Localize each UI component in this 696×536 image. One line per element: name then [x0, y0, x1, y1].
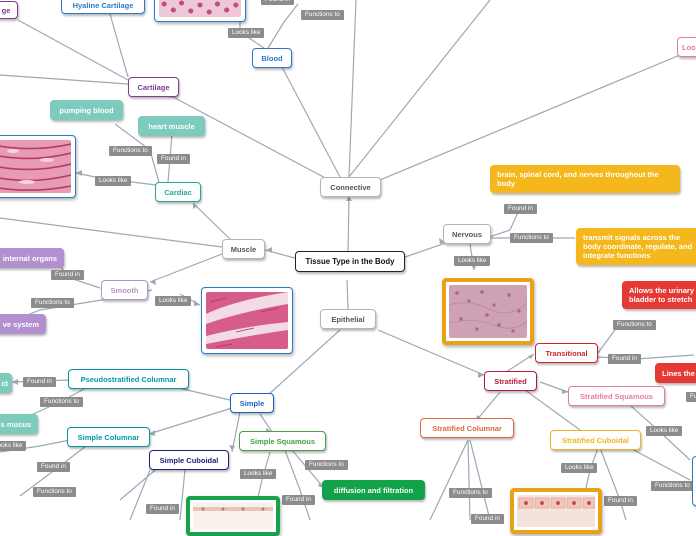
- stratified-cuboidal-micrograph-icon: [517, 495, 596, 527]
- edge-label: Functions to: [33, 487, 76, 497]
- edge-label: Found in: [146, 504, 179, 514]
- connective-node[interactable]: Connective: [320, 177, 381, 197]
- lines-the-partial-node[interactable]: Lines the: [655, 363, 696, 383]
- edge-label: Found in: [157, 154, 190, 164]
- cardiac-muscle-micrograph-icon: [0, 140, 72, 193]
- muscle-node[interactable]: Muscle: [222, 239, 265, 259]
- simple-squamous-node[interactable]: Simple Squamous: [239, 431, 326, 451]
- mucus-partial-node[interactable]: s mucus: [0, 414, 38, 434]
- heart-muscle-node[interactable]: heart muscle: [138, 116, 205, 136]
- edge-label: Functions to: [40, 397, 83, 407]
- nervous-image: [442, 278, 534, 345]
- stratified-cuboidal-node[interactable]: Stratified Cuboidal: [550, 430, 641, 450]
- edge-label: Found in: [608, 354, 641, 364]
- edge-label: Found in: [51, 270, 84, 280]
- cardiac-image: [0, 135, 76, 198]
- blood-smear-micrograph-icon: [159, 0, 241, 17]
- edge-label: Found in: [471, 514, 504, 524]
- stratified-cuboidal-image: [510, 488, 602, 534]
- edge-label: Found in: [604, 496, 637, 506]
- edge-label: Found in: [23, 377, 56, 387]
- edge-label: Functions to: [449, 488, 492, 498]
- digestive-system-partial-node[interactable]: ve system: [0, 314, 46, 334]
- edge-label: Looks like: [454, 256, 491, 266]
- nervous-found-in-node[interactable]: brain, spinal cord, and nerves throughou…: [490, 165, 680, 193]
- hyaline-cartilage-node[interactable]: Hyaline Cartilage: [61, 0, 145, 14]
- transitional-node[interactable]: Transitional: [535, 343, 598, 363]
- edge-label: Found in: [282, 495, 315, 505]
- edge-label: Found in: [261, 0, 294, 5]
- smooth-image: [201, 287, 293, 354]
- edge-label: Looks like: [0, 441, 27, 451]
- edge-label: Functions to: [613, 320, 656, 330]
- cartilage-partial-node[interactable]: ge: [0, 1, 18, 19]
- edge-label: Functions to: [510, 233, 553, 243]
- edge-label: Functions to: [301, 10, 344, 20]
- epithelial-node[interactable]: Epithelial: [320, 309, 376, 329]
- tract-partial-node[interactable]: ct: [0, 373, 12, 393]
- right-edge-partial-node[interactable]: [692, 456, 696, 506]
- urinary-bladder-node[interactable]: Allows the urinary bladder to stretch: [622, 281, 696, 309]
- edge-label: Looks like: [155, 296, 192, 306]
- edge-label: Looks like: [228, 28, 265, 38]
- stratified-columnar-node[interactable]: Stratified Columnar: [420, 418, 514, 438]
- cartilage-node[interactable]: Cartilage: [128, 77, 179, 97]
- simple-node[interactable]: Simple: [230, 393, 274, 413]
- root-node[interactable]: Tissue Type in the Body: [295, 251, 405, 272]
- edge-label: Looks like: [240, 469, 277, 479]
- edge-label: Looks like: [561, 463, 598, 473]
- edge-label: Functions to: [651, 481, 694, 491]
- nervous-functions-node[interactable]: transmit signals across the body coordin…: [576, 228, 696, 265]
- edge-label: Functions to: [686, 392, 696, 402]
- simple-cuboidal-image: [186, 496, 280, 536]
- edge-label: Looks like: [95, 176, 132, 186]
- stratified-node[interactable]: Stratified: [484, 371, 537, 391]
- nervous-tissue-micrograph-icon: [448, 285, 528, 338]
- edge-label: Functions to: [305, 460, 348, 470]
- diffusion-filtration-node[interactable]: diffusion and filtration: [322, 480, 425, 500]
- edge-label: Functions to: [109, 146, 152, 156]
- nervous-node[interactable]: Nervous: [443, 224, 491, 244]
- pseudostratified-columnar-node[interactable]: Pseudostratified Columnar: [68, 369, 189, 389]
- smooth-node[interactable]: Smooth: [101, 280, 148, 300]
- simple-columnar-node[interactable]: Simple Columnar: [67, 427, 150, 447]
- cardiac-node[interactable]: Cardiac: [155, 182, 201, 202]
- pumping-blood-node[interactable]: pumping blood: [50, 100, 123, 120]
- edge-label: Looks like: [646, 426, 683, 436]
- smooth-muscle-micrograph-icon: [206, 292, 288, 349]
- stratified-squamous-node[interactable]: Stratified Squamous: [568, 386, 665, 406]
- connector-lines: [0, 0, 695, 520]
- blood-node[interactable]: Blood: [252, 48, 292, 68]
- edge-label: Functions to: [31, 298, 74, 308]
- internal-organs-node[interactable]: internal organs: [0, 248, 64, 268]
- simple-cuboidal-node[interactable]: Simple Cuboidal: [149, 450, 229, 470]
- edge-label: Found in: [504, 204, 537, 214]
- simple-cuboidal-micrograph-icon: [193, 503, 273, 529]
- blood-image: [154, 0, 246, 22]
- edge-label: Found in: [37, 462, 70, 472]
- looks-partial-node[interactable]: Loo: [677, 37, 696, 57]
